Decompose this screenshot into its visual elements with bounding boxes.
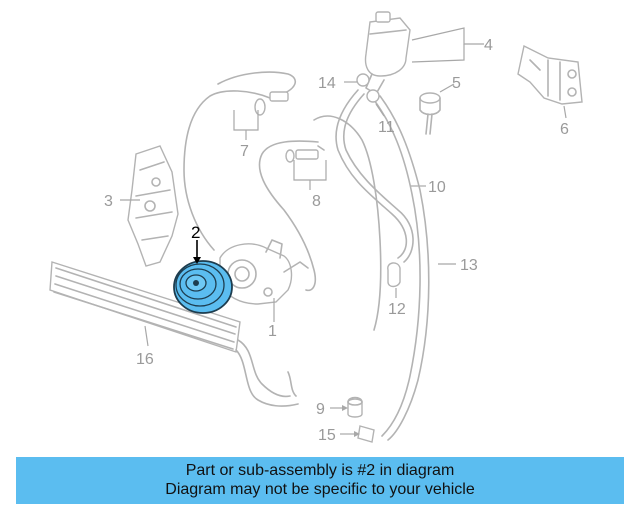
part-10-hose: [335, 89, 426, 263]
part-16-cooler: [49, 261, 299, 407]
callout-12: 12: [388, 301, 406, 318]
callout-2: 2: [191, 223, 200, 242]
part-12-clamp: [387, 262, 401, 298]
part-1-pump: [219, 239, 309, 322]
part-8-hose: [258, 140, 327, 292]
callout-10: 10: [428, 179, 446, 196]
part-14-fitting: [344, 73, 370, 87]
callout-6: 6: [560, 121, 569, 138]
part-2-pulley: [173, 240, 233, 314]
callout-5: 5: [452, 75, 461, 92]
part-7-hose: [183, 71, 297, 251]
callout-1: 1: [268, 323, 277, 340]
part-3-bracket: [120, 145, 179, 267]
part-6-bracket: [517, 44, 583, 119]
callout-11: 11: [378, 119, 395, 136]
callout-14: 14: [318, 75, 336, 92]
banner-line-disclaimer: Diagram may not be specific to your vehi…: [165, 481, 475, 498]
callout-7: 7: [240, 143, 249, 160]
callout-9: 9: [316, 401, 325, 418]
callout-13: 13: [460, 257, 478, 274]
part-15-clip: [340, 425, 375, 443]
callout-15: 15: [318, 427, 336, 444]
part-11-fitting: [366, 89, 385, 117]
callout-8: 8: [312, 193, 321, 210]
callout-3: 3: [104, 193, 113, 210]
part-9-grommet: [330, 396, 363, 418]
part-5-cap: [419, 83, 455, 135]
banner-line-part: Part or sub-assembly is #2 in diagram: [185, 462, 455, 479]
diagram-notice-banner: Part or sub-assembly is #2 in diagram Di…: [16, 457, 624, 504]
callout-16: 16: [136, 351, 154, 368]
callout-4: 4: [484, 37, 493, 54]
part-13-hose: [313, 95, 456, 441]
part-4-reservoir: [364, 11, 484, 95]
